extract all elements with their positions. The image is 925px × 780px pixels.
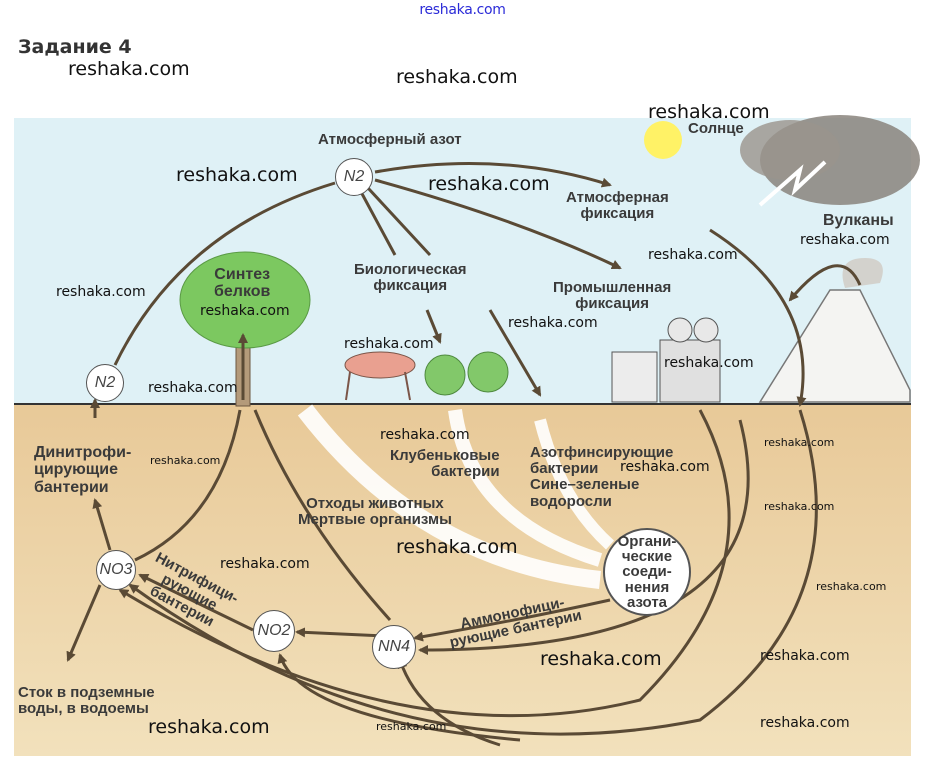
- watermark: reshaka.com: [68, 58, 190, 80]
- watermark: reshaka.com: [376, 720, 447, 733]
- node-organic-compounds: Органи- ческие соеди- нения азота: [603, 528, 691, 616]
- waste-flow-arrow: [297, 404, 601, 589]
- watermark: reshaka.com: [620, 459, 710, 475]
- label-runoff: Сток в подземные воды, в водоемы: [18, 684, 155, 718]
- watermark: reshaka.com: [540, 648, 662, 670]
- watermark: reshaka.com: [56, 284, 146, 300]
- label-industrial-fixation: Промышленная фиксация: [553, 279, 672, 313]
- arrow-bio-to-bacteria: [488, 309, 542, 397]
- node-n2-denitrified: N2: [86, 364, 124, 402]
- label-biological-fixation: Биологическая фиксация: [354, 261, 467, 295]
- label-atmospheric-nitrogen: Атмосферный азот: [318, 131, 462, 148]
- watermark: reshaka.com: [200, 303, 290, 319]
- watermark: reshaka.com: [760, 648, 850, 664]
- watermark: reshaka.com: [344, 336, 434, 352]
- watermark: reshaka.com: [176, 164, 298, 186]
- site-link[interactable]: reshaka.com: [419, 2, 506, 18]
- arrow-n2-biological-1: [358, 189, 397, 256]
- node-no2: NO2: [253, 610, 295, 652]
- watermark: reshaka.com: [648, 247, 738, 263]
- arrow-big-loop-outer: [128, 409, 818, 736]
- label-protein-synthesis: Синтез белков: [214, 266, 271, 301]
- lightning-icon: [758, 160, 827, 207]
- watermark: reshaka.com: [664, 355, 754, 371]
- watermark: reshaka.com: [396, 536, 518, 558]
- arrow-no3-runoff: [66, 584, 102, 662]
- watermark: reshaka.com: [764, 500, 835, 513]
- arrow-n2-atmos-fixation: [374, 162, 612, 188]
- arrow-loop-nh4b: [397, 658, 501, 747]
- watermark: reshaka.com: [764, 436, 835, 449]
- watermark: reshaka.com: [508, 315, 598, 331]
- watermark: reshaka.com: [148, 380, 238, 396]
- arrow-loop-no2: [277, 653, 521, 742]
- watermark: reshaka.com: [760, 715, 850, 731]
- soil: [14, 404, 911, 756]
- watermark: reshaka.com: [816, 580, 887, 593]
- arrow-no2-to-no3: [138, 573, 254, 632]
- label-nitrogen-fixing-bacteria: Азотфинсирующие бактерии Сине–зеленые во…: [530, 444, 674, 510]
- arrow-atmos-to-soil: [709, 228, 807, 407]
- watermark: reshaka.com: [150, 454, 221, 467]
- arrow-no3-denitrify: [92, 498, 112, 551]
- node-nh4: NN4: [372, 625, 416, 669]
- deer-icon: [344, 351, 416, 379]
- task-title: Задание 4: [18, 36, 132, 58]
- factory-icon: [611, 351, 658, 403]
- bush-icon: [424, 354, 466, 396]
- watermark: reshaka.com: [220, 556, 310, 572]
- node-no3: NO3: [96, 550, 136, 590]
- label-sun: Солнце: [688, 120, 744, 137]
- arrow-bio-to-bush: [425, 309, 442, 344]
- label-animal-waste: Отходы животных Мертвые организмы: [298, 495, 452, 529]
- label-volcanoes: Вулканы: [823, 212, 894, 229]
- watermark: reshaka.com: [648, 101, 770, 123]
- label-atmospheric-fixation: Атмосферная фиксация: [566, 189, 669, 223]
- arrow-nh4-to-no2: [295, 627, 386, 638]
- arrow-nh4-to-tree: [253, 409, 392, 622]
- label-nodule-bacteria: Клубеньковые бактерии: [390, 447, 500, 481]
- arrow-no3-to-tree: [134, 409, 242, 562]
- label-denitrifying-bacteria: Динитрофи- цирующие бантерии: [34, 444, 132, 496]
- node-n2-atmosphere: N2: [335, 158, 373, 196]
- arrow-n2-to-denitrified: [113, 181, 336, 366]
- watermark: reshaka.com: [380, 427, 470, 443]
- tree-crown: [179, 251, 311, 349]
- watermark: reshaka.com: [396, 66, 518, 88]
- arrow-volcano: [788, 264, 862, 302]
- watermark: reshaka.com: [148, 716, 270, 738]
- arrow-n2-biological-2: [366, 186, 432, 257]
- volcano-icon: [758, 289, 911, 403]
- arrow-organic-to-nh4: [413, 598, 611, 642]
- arrow-loop-nh4: [418, 419, 750, 655]
- watermark: reshaka.com: [800, 232, 890, 248]
- arrow-loop-inner: [118, 409, 731, 718]
- watermark: reshaka.com: [428, 173, 550, 195]
- sun-icon: [644, 121, 682, 159]
- arrow-n2-industrial: [374, 178, 622, 270]
